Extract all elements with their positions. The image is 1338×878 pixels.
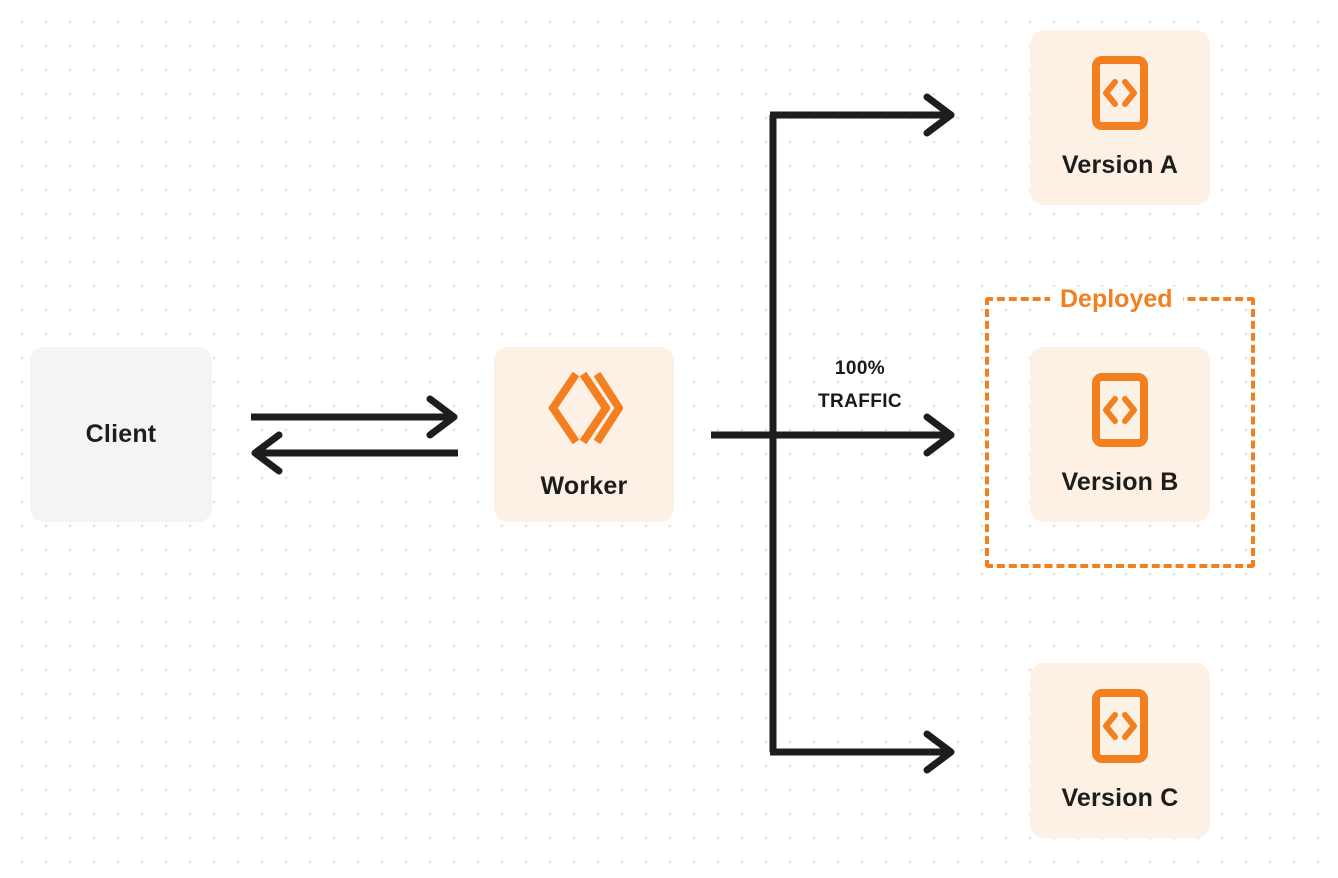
node-client[interactable]: Client <box>30 347 212 522</box>
traffic-caption: TRAFFIC <box>817 391 903 413</box>
traffic-label: 100% TRAFFIC <box>790 352 930 419</box>
node-worker-label: Worker <box>540 472 628 500</box>
node-version-a-label: Version A <box>1061 151 1179 179</box>
deployed-group-label: Deployed <box>1050 287 1183 312</box>
edge-worker-to-version-c <box>770 730 955 774</box>
node-version-a[interactable]: Version A <box>1030 30 1210 205</box>
traffic-percent: 100% <box>834 358 886 379</box>
edge-worker-to-client <box>251 431 458 475</box>
code-document-icon <box>1091 688 1149 764</box>
node-client-label: Client <box>85 420 157 448</box>
code-document-icon <box>1091 55 1149 131</box>
node-version-b-label: Version B <box>1061 468 1179 496</box>
edge-worker-to-version-a <box>770 93 955 137</box>
edge-worker-to-version-b <box>711 413 955 457</box>
node-worker[interactable]: Worker <box>494 347 674 522</box>
edge-client-to-worker <box>251 395 458 439</box>
node-version-c-label: Version C <box>1061 784 1179 812</box>
node-version-b[interactable]: Version B <box>1030 347 1210 522</box>
code-document-icon <box>1091 372 1149 448</box>
cloudflare-workers-logo-icon <box>545 368 624 448</box>
node-version-c[interactable]: Version C <box>1030 663 1210 838</box>
